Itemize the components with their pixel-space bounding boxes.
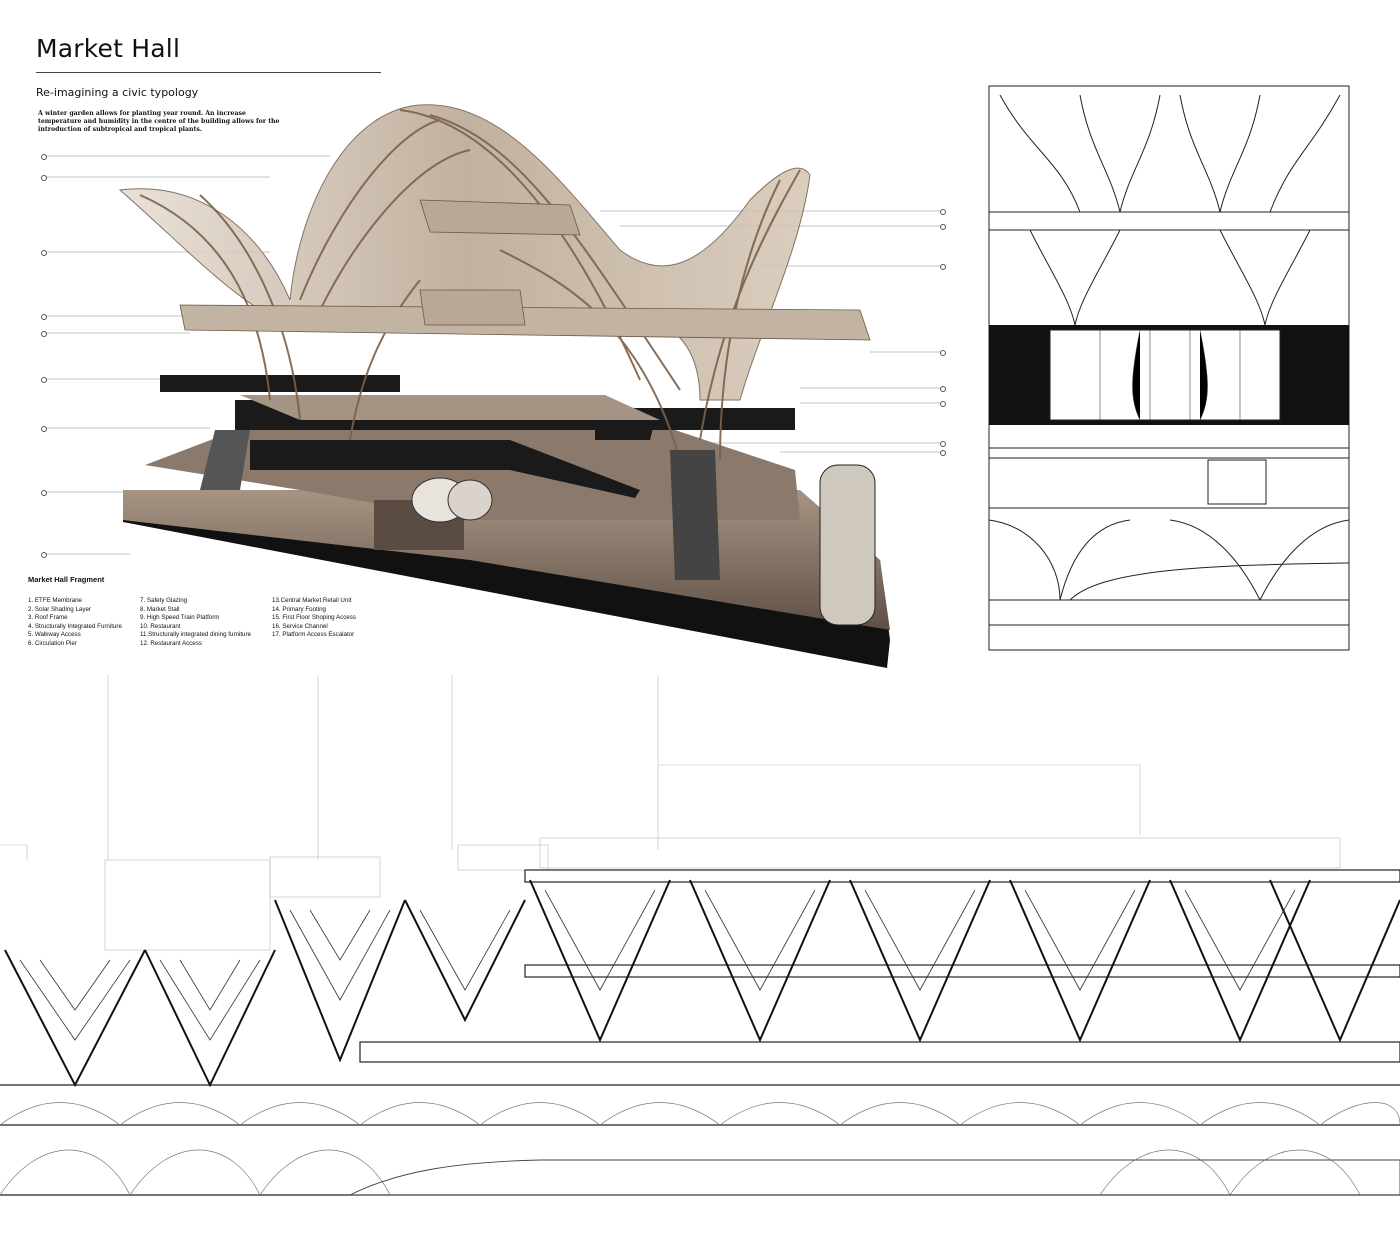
page-subtitle: Re-imagining a civic typology xyxy=(36,86,199,99)
legend-item: 9. High Speed Train Platform xyxy=(140,614,220,622)
callout-marker xyxy=(41,250,47,256)
legend-item: 5. Walkway Access xyxy=(28,631,81,639)
callout-marker xyxy=(41,331,47,337)
callout-marker xyxy=(940,401,946,407)
legend-item: 7. Safety Glazing xyxy=(140,597,188,604)
legend-item: 6. Circulation Pier xyxy=(28,639,77,647)
intro-text: A winter garden allows for planting year… xyxy=(38,110,280,133)
legend-item: 15. First Floor Shoping Access xyxy=(272,614,356,622)
callout-marker xyxy=(940,209,946,215)
callout-marker xyxy=(41,314,47,320)
callout-marker xyxy=(41,490,47,496)
title-divider xyxy=(36,72,381,73)
legend-item: 13.Central Market Retail Unit xyxy=(272,597,352,604)
callout-marker xyxy=(940,350,946,356)
legend-item: 14. Primary Footing xyxy=(272,605,326,613)
legend-item: 4. Structurally Integrated Furniture xyxy=(28,622,122,630)
legend-item: 8. Market Stall xyxy=(140,605,180,613)
callout-marker xyxy=(940,441,946,447)
legend-column-2: 7. Safety Glazing 8. Market Stall 9. Hig… xyxy=(140,597,251,649)
callout-marker xyxy=(41,175,47,181)
callout-marker xyxy=(940,224,946,230)
legend-item: 12. Restaurant Access xyxy=(140,639,202,647)
callout-marker xyxy=(41,552,47,558)
legend-title: Market Hall Fragment xyxy=(28,575,105,584)
legend-item: 3. Roof Frame xyxy=(28,614,68,622)
legend-item: 17. Platform Access Escalator xyxy=(272,631,355,639)
legend-column-1: 1. ETFE Membrane 2. Solar Shading Layer … xyxy=(28,597,122,649)
callout-marker xyxy=(940,386,946,392)
callout-marker xyxy=(41,154,47,160)
legend-item: 10. Restaurant xyxy=(140,622,181,630)
legend-item: 16. Service Channel xyxy=(272,622,328,630)
callout-marker xyxy=(940,450,946,456)
page-title: Market Hall xyxy=(36,34,181,63)
callout-marker xyxy=(940,264,946,270)
legend-item: 1. ETFE Membrane xyxy=(28,597,82,604)
legend-item: 2. Solar Shading Layer xyxy=(28,605,91,613)
legend-column-3: 13.Central Market Retail Unit 14. Primar… xyxy=(272,597,356,640)
legend-item: 11.Structurally integrated dining furnit… xyxy=(140,631,251,639)
callout-marker xyxy=(41,377,47,383)
callout-marker xyxy=(41,426,47,432)
